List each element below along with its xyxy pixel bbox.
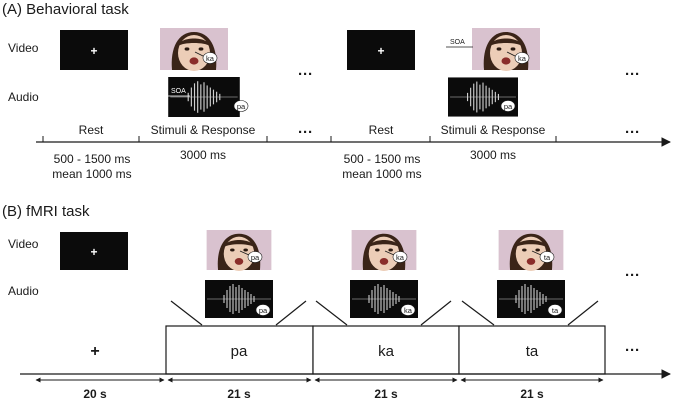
fixation-block-label: +: [90, 343, 99, 360]
audio-row-label: Audio: [8, 284, 39, 298]
block-box-ta: [458, 325, 606, 375]
speaker-face-icon: [472, 28, 540, 71]
speech-bubble-label: ta: [552, 306, 559, 315]
stimulus-column-pa: pa pa: [204, 230, 274, 319]
duration-label: 21 s: [374, 387, 398, 401]
ellipsis: ···: [625, 342, 640, 359]
period-label: Stimuli & Response: [441, 123, 546, 137]
speech-bubble-icon: [500, 100, 516, 112]
stim-duration: 3000 ms: [180, 148, 226, 162]
speech-bubble-icon: [233, 100, 249, 112]
rest-duration: 500 - 1500 ms: [344, 152, 421, 166]
video-row-label: Video: [8, 237, 39, 251]
speaker-face-image: SOA ka: [446, 28, 540, 71]
rest-duration-mean: mean 1000 ms: [342, 167, 421, 181]
block-box-pa: [165, 325, 314, 375]
audio-waveform-icon: [167, 76, 241, 118]
speech-bubble-label: ka: [396, 253, 405, 262]
stimulus-column-ka: ka ka: [349, 230, 419, 319]
audio-waveform-image: pa: [447, 76, 519, 118]
speech-bubble-label: ka: [518, 54, 527, 63]
audio-row-label: Audio: [8, 90, 39, 104]
stimulus-column-ta: ta ta: [496, 230, 566, 319]
speaker-face-icon: [498, 230, 564, 271]
rest-duration-mean: mean 1000 ms: [52, 167, 131, 181]
stim-duration: 3000 ms: [470, 148, 516, 162]
period-label: Rest: [79, 123, 104, 137]
speech-bubble-icon: [392, 251, 408, 263]
speech-bubble-label: pa: [259, 306, 268, 315]
video-row-label: Video: [8, 41, 39, 55]
ellipsis: ···: [298, 124, 313, 141]
speech-bubble-label: pa: [237, 102, 246, 111]
speech-bubble-label: pa: [251, 253, 260, 262]
duration-label: 21 s: [227, 387, 251, 401]
ellipsis: ···: [625, 267, 640, 284]
block-label: ka: [378, 343, 395, 360]
period-label: Rest: [369, 123, 394, 137]
ellipsis: ···: [625, 124, 640, 141]
ellipsis: ···: [625, 66, 640, 83]
speaker-face-icon: [351, 230, 417, 271]
rest-duration: 500 - 1500 ms: [54, 152, 131, 166]
zoom-lines: [170, 300, 599, 326]
period-label: Stimuli & Response: [151, 123, 256, 137]
speech-bubble-icon: [255, 304, 271, 316]
soa-label: SOA: [171, 88, 186, 95]
rest-screen: +: [60, 232, 128, 270]
speech-bubble-icon: [247, 251, 263, 263]
block-box-ka: [312, 325, 460, 375]
section-a-title: (A) Behavioral task: [2, 1, 129, 18]
fixation-cross-icon: +: [90, 245, 97, 259]
speech-bubble-label: ka: [206, 54, 215, 63]
block-sequence: [165, 325, 606, 375]
speech-bubble-icon: [400, 304, 416, 316]
rest-screen: +: [60, 30, 128, 70]
speech-bubble-label: ka: [404, 306, 413, 315]
fixation-cross-icon: +: [90, 44, 97, 58]
fixation-cross-icon: +: [377, 44, 384, 58]
audio-waveform-image: SOA pa: [162, 76, 249, 118]
section-b-title: (B) fMRI task: [2, 203, 90, 220]
speaker-face-icon: [160, 28, 228, 71]
speaker-face-image: ka: [160, 28, 228, 71]
speech-bubble-icon: [514, 52, 530, 64]
speaker-face-icon: [206, 230, 272, 271]
speech-bubble-label: pa: [504, 102, 513, 111]
speech-bubble-icon: [202, 52, 218, 64]
speech-bubble-icon: [539, 251, 555, 263]
ellipsis: ···: [298, 66, 313, 83]
soa-label: SOA: [450, 39, 465, 46]
duration-label: 21 s: [520, 387, 544, 401]
rest-screen: +: [347, 30, 415, 70]
speech-bubble-icon: [547, 304, 563, 316]
block-label: pa: [231, 343, 248, 360]
speech-bubble-label: ta: [544, 253, 551, 262]
block-label: ta: [526, 343, 539, 360]
duration-label: 20 s: [83, 387, 107, 401]
timeline-a: [36, 136, 671, 147]
timeline-b: [20, 369, 671, 383]
